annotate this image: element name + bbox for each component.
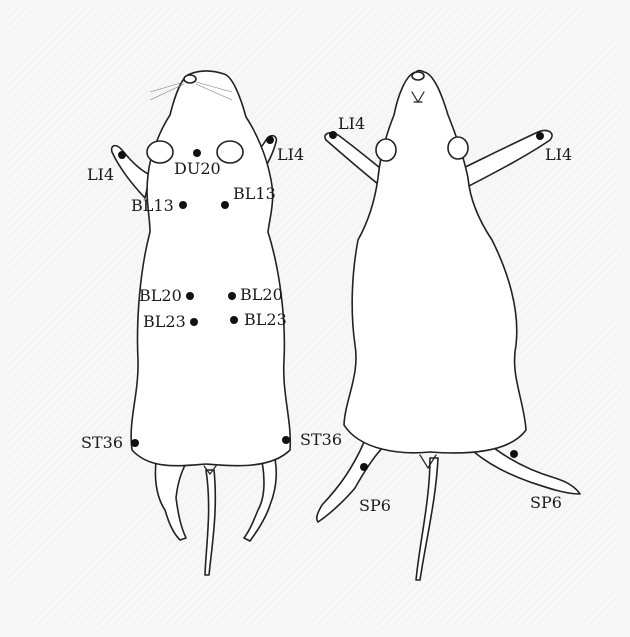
point-bl23-right-dot <box>230 316 238 324</box>
rat-dorsal-left-ear <box>146 140 174 164</box>
point-li4-left-dot <box>118 151 126 159</box>
rat-ventral-right-hindleg <box>473 439 581 495</box>
point-li4-ventral-right-dot <box>536 132 544 140</box>
point-bl23-left-dot <box>190 318 198 326</box>
point-bl20-right-label: BL20 <box>240 285 283 304</box>
point-sp6-left-dot <box>360 463 368 471</box>
rat-ventral-tail <box>415 457 439 581</box>
point-st36-left-dot <box>131 439 139 447</box>
point-bl20-left-dot <box>186 292 194 300</box>
acupoint-labels: DU20 LI4 LI4 BL13 BL13 BL20 BL20 BL23 BL… <box>81 114 572 515</box>
point-bl20-right-dot <box>228 292 236 300</box>
rat-ventral-view <box>315 69 581 581</box>
point-du20-label: DU20 <box>174 159 221 178</box>
hatched-background <box>8 8 622 629</box>
rat-dorsal-right-ear <box>216 140 244 164</box>
point-li4-right-label: LI4 <box>277 145 304 164</box>
rat-ventral-left-arm <box>324 132 386 185</box>
point-li4-right-dot <box>266 136 274 144</box>
point-sp6-left-label: SP6 <box>359 496 391 515</box>
point-li4-ventral-right-label: LI4 <box>545 145 572 164</box>
point-bl13-right-dot <box>221 201 229 209</box>
point-bl13-right-label: BL13 <box>233 184 276 203</box>
point-bl20-left-label: BL20 <box>139 286 182 305</box>
rat-dorsal-tailbase <box>203 465 217 475</box>
rat-dorsal-nose <box>183 74 197 84</box>
rat-dorsal-view <box>110 70 292 576</box>
acupoint-markers <box>118 131 544 471</box>
point-bl23-right-label: BL23 <box>244 310 287 329</box>
point-st36-left-label: ST36 <box>81 433 123 452</box>
rat-dorsal-tail <box>204 469 217 576</box>
point-li4-ventral-left-label: LI4 <box>338 114 365 133</box>
point-bl13-left-dot <box>179 201 187 209</box>
point-st36-right-dot <box>282 436 290 444</box>
point-sp6-right-label: SP6 <box>530 493 562 512</box>
rat-dorsal-body <box>130 70 292 467</box>
point-bl13-left-label: BL13 <box>131 196 174 215</box>
rat-ventral-nose <box>411 71 425 81</box>
point-st36-right-label: ST36 <box>300 430 342 449</box>
point-du20-dot <box>193 149 201 157</box>
point-li4-ventral-left-dot <box>329 131 337 139</box>
rat-ventral-right-ear <box>447 136 469 160</box>
rat-dorsal-right-hindleg <box>243 444 278 542</box>
rat-dorsal-whiskers <box>149 81 233 101</box>
rat-ventral-mouth <box>411 91 425 104</box>
point-li4-left-label: LI4 <box>87 165 114 184</box>
rat-ventral-right-arm <box>454 129 553 189</box>
point-bl23-left-label: BL23 <box>143 312 186 331</box>
rat-ventral-tailbase <box>419 454 437 470</box>
point-sp6-right-dot <box>510 450 518 458</box>
rat-ventral-left-ear <box>375 138 397 162</box>
